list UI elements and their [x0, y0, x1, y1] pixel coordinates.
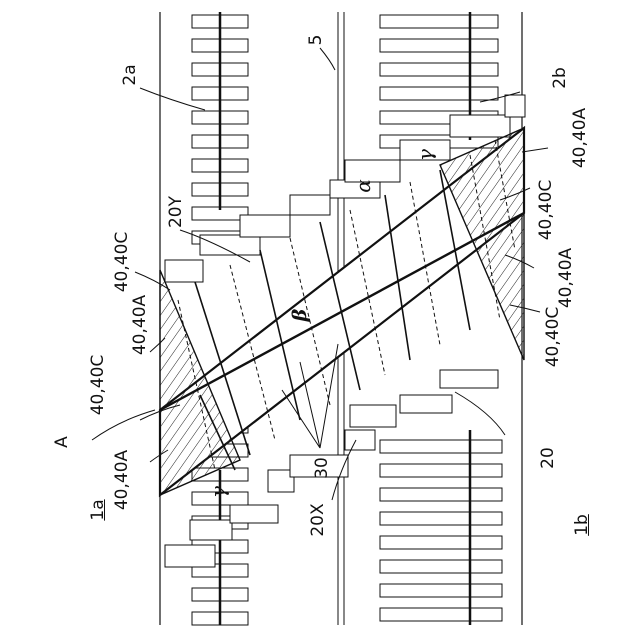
- step-block: [400, 140, 450, 160]
- step-block: [290, 195, 330, 215]
- cord-rect: [380, 87, 498, 100]
- cord-rect: [380, 15, 498, 28]
- step-block: [450, 115, 510, 137]
- step-block: [330, 180, 380, 198]
- step-block: [290, 455, 348, 477]
- cord-rect: [380, 39, 498, 52]
- step-block: [165, 260, 203, 282]
- step-block: [400, 395, 452, 413]
- step-block: [345, 430, 375, 450]
- cord-rect: [380, 608, 502, 621]
- cord-rect: [380, 560, 502, 573]
- step-block: [345, 160, 400, 182]
- cord-rect: [380, 512, 502, 525]
- step-block: [350, 405, 396, 427]
- leader-20: [455, 392, 505, 435]
- leader-40a-3: [522, 148, 548, 152]
- cord-rect: [380, 63, 498, 76]
- step-block: [200, 235, 260, 255]
- cord-rect: [380, 584, 502, 597]
- step-block: [190, 520, 232, 540]
- cord-rect: [380, 536, 502, 549]
- step-block: [440, 370, 498, 388]
- leader-a: [92, 410, 155, 440]
- leader-5: [320, 48, 335, 70]
- step-block: [505, 95, 525, 117]
- cord-rect: [380, 440, 502, 453]
- cord-rect: [380, 488, 502, 501]
- step-block: [165, 545, 215, 567]
- cord-rect: [380, 464, 502, 477]
- step-block: [230, 505, 278, 523]
- step-block: [240, 215, 290, 237]
